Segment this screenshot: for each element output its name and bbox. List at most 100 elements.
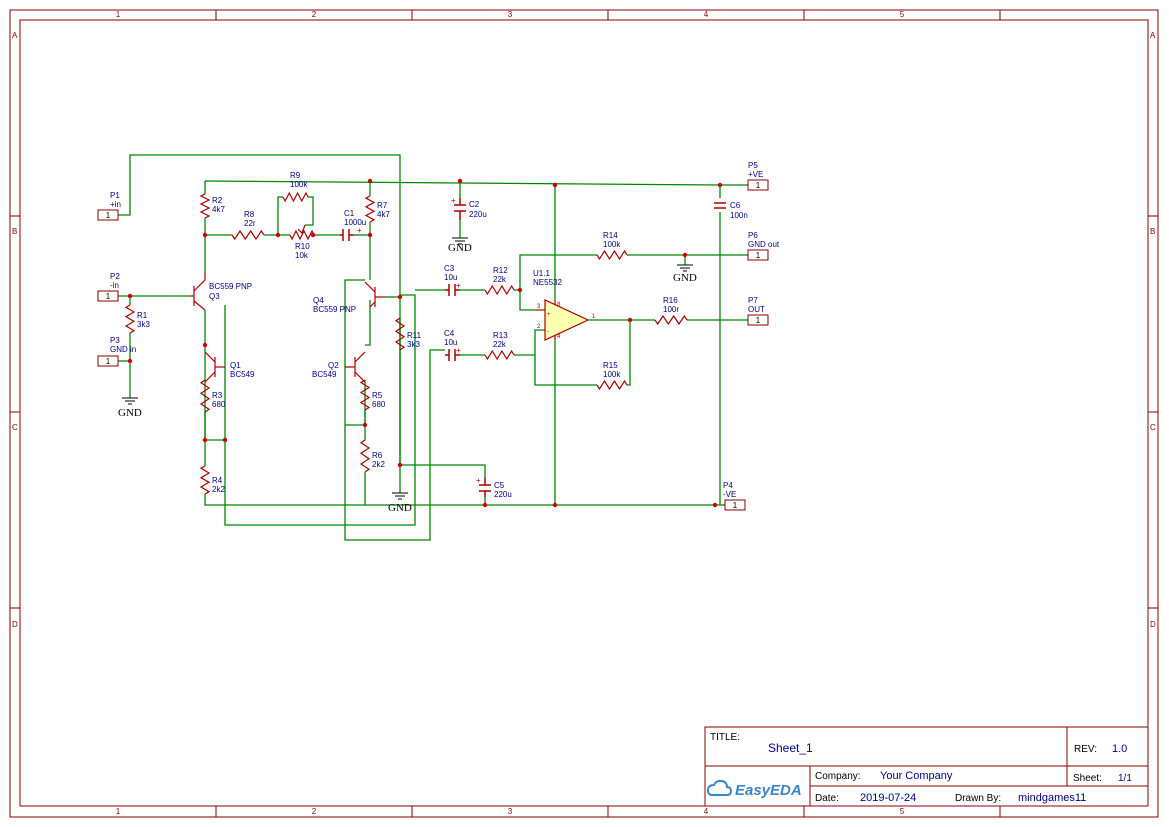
port-pin-number: 1 bbox=[106, 211, 111, 220]
junction-dot bbox=[517, 287, 523, 293]
junction-dot bbox=[362, 422, 368, 428]
resistor-r2 bbox=[199, 193, 211, 219]
label-p7-net: OUT bbox=[748, 305, 765, 314]
label-r12-ref: R12 bbox=[493, 266, 508, 275]
easyeda-logo: EasyEDA bbox=[706, 779, 802, 799]
frame-row-label: B bbox=[12, 227, 17, 236]
label-c2-ref: C2 bbox=[469, 200, 480, 209]
opamp-u1 bbox=[536, 299, 590, 341]
gnd-label-4: GND bbox=[388, 502, 412, 514]
sheet-value: 1/1 bbox=[1118, 773, 1132, 784]
frame-col-label: 4 bbox=[704, 807, 709, 816]
resistor-r11 bbox=[394, 317, 406, 351]
port-pin-number: 1 bbox=[106, 292, 111, 301]
svg-text:+: + bbox=[451, 196, 456, 205]
label-r13-val: 22k bbox=[493, 340, 507, 349]
potentiometer-wiper-icon bbox=[297, 224, 306, 235]
label-q2-val: BC549 bbox=[312, 370, 337, 379]
label-r1-ref: R1 bbox=[137, 311, 148, 320]
junction-dot bbox=[552, 502, 558, 508]
capacitor-c6 bbox=[714, 202, 726, 209]
company-label: Company: bbox=[815, 771, 861, 782]
port-p5: 1 bbox=[747, 179, 769, 191]
resistor-r7 bbox=[364, 195, 376, 223]
label-p4-ref: P4 bbox=[723, 481, 733, 490]
junction-dot bbox=[717, 182, 723, 188]
svg-text:+: + bbox=[456, 281, 461, 290]
label-r16-val: 100r bbox=[663, 305, 679, 314]
label-q3-ref: Q3 bbox=[209, 292, 220, 301]
sheet-label: Sheet: bbox=[1073, 773, 1102, 784]
label-r7-val: 4k7 bbox=[377, 210, 390, 219]
opamp-minus: - bbox=[547, 329, 549, 335]
resistor-r4 bbox=[199, 465, 211, 495]
capacitor-c4 bbox=[445, 349, 460, 361]
junction-dot bbox=[367, 232, 373, 238]
cap-polarity-marks: + + + + + bbox=[357, 196, 481, 485]
label-r14-ref: R14 bbox=[603, 231, 618, 240]
label-q1-val: BC549 bbox=[230, 370, 255, 379]
label-r6-ref: R6 bbox=[372, 451, 383, 460]
junction-dot bbox=[275, 232, 281, 238]
frame-col-label: 2 bbox=[312, 807, 317, 816]
junction-dot bbox=[202, 232, 208, 238]
label-p4-net: -VE bbox=[723, 490, 736, 499]
resistor-r1 bbox=[124, 304, 136, 334]
label-r12-val: 22k bbox=[493, 275, 507, 284]
port-p2: 1 bbox=[97, 290, 119, 302]
label-r4-val: 2k2 bbox=[212, 485, 225, 494]
label-c5-ref: C5 bbox=[494, 481, 505, 490]
label-p1-ref: P1 bbox=[110, 191, 120, 200]
port-p4: 1 bbox=[724, 499, 746, 511]
label-r5-ref: R5 bbox=[372, 391, 383, 400]
label-c5-val: 220u bbox=[494, 490, 512, 499]
capacitors bbox=[340, 198, 726, 497]
frame-col-label: 1 bbox=[116, 10, 121, 19]
port-p6: 1 bbox=[747, 249, 769, 261]
resistor-r8 bbox=[231, 229, 265, 241]
label-p3-ref: P3 bbox=[110, 336, 120, 345]
label-r11-val: 3k3 bbox=[407, 340, 420, 349]
rev-label: REV: bbox=[1074, 744, 1097, 755]
resistor-r13 bbox=[484, 349, 515, 361]
label-c6-ref: C6 bbox=[730, 201, 741, 210]
label-r16-ref: R16 bbox=[663, 296, 678, 305]
label-c6-val: 100n bbox=[730, 211, 748, 220]
port-pin-number: 1 bbox=[756, 181, 761, 190]
ground-icon-in bbox=[122, 397, 138, 405]
junction-dot bbox=[222, 437, 228, 443]
label-p6-net: GND out bbox=[748, 240, 780, 249]
company-value: Your Company bbox=[880, 770, 953, 782]
frame-row-label: D bbox=[1150, 620, 1156, 629]
frame-grid-ticks bbox=[10, 10, 1158, 817]
label-r9-ref: R9 bbox=[290, 171, 301, 180]
opamp-pin-3: 3 bbox=[537, 304, 541, 310]
label-c3-ref: C3 bbox=[444, 264, 455, 273]
opamp-plus: + bbox=[547, 312, 551, 318]
label-r5-val: 680 bbox=[372, 400, 386, 409]
label-r13-ref: R13 bbox=[493, 331, 508, 340]
junction-dot bbox=[127, 293, 133, 299]
capacitor-c1 bbox=[340, 229, 354, 241]
date-value: 2019-07-24 bbox=[860, 792, 916, 804]
drawn-value: mindgames11 bbox=[1018, 792, 1086, 804]
junction-dot bbox=[397, 294, 403, 300]
date-label: Date: bbox=[815, 793, 839, 804]
frame-row-label: D bbox=[12, 620, 18, 629]
ground-icon-out bbox=[677, 264, 693, 272]
port-pin-number: 1 bbox=[106, 357, 111, 366]
frame-col-label: 5 bbox=[900, 807, 905, 816]
resistor-r16 bbox=[654, 314, 688, 326]
transistor-q1 bbox=[204, 351, 225, 383]
frame-row-label: A bbox=[1150, 31, 1156, 40]
resistor-r10 bbox=[289, 229, 315, 241]
svg-text:+: + bbox=[476, 476, 481, 485]
label-p1-net: +in bbox=[110, 200, 121, 209]
label-r2-ref: R2 bbox=[212, 196, 223, 205]
label-r8-val: 22r bbox=[244, 219, 256, 228]
label-r4-ref: R4 bbox=[212, 476, 223, 485]
opamp-pin-4: 4 bbox=[557, 334, 561, 340]
junction-dot bbox=[552, 182, 558, 188]
label-r6-val: 2k2 bbox=[372, 460, 385, 469]
junction-dot bbox=[202, 437, 208, 443]
